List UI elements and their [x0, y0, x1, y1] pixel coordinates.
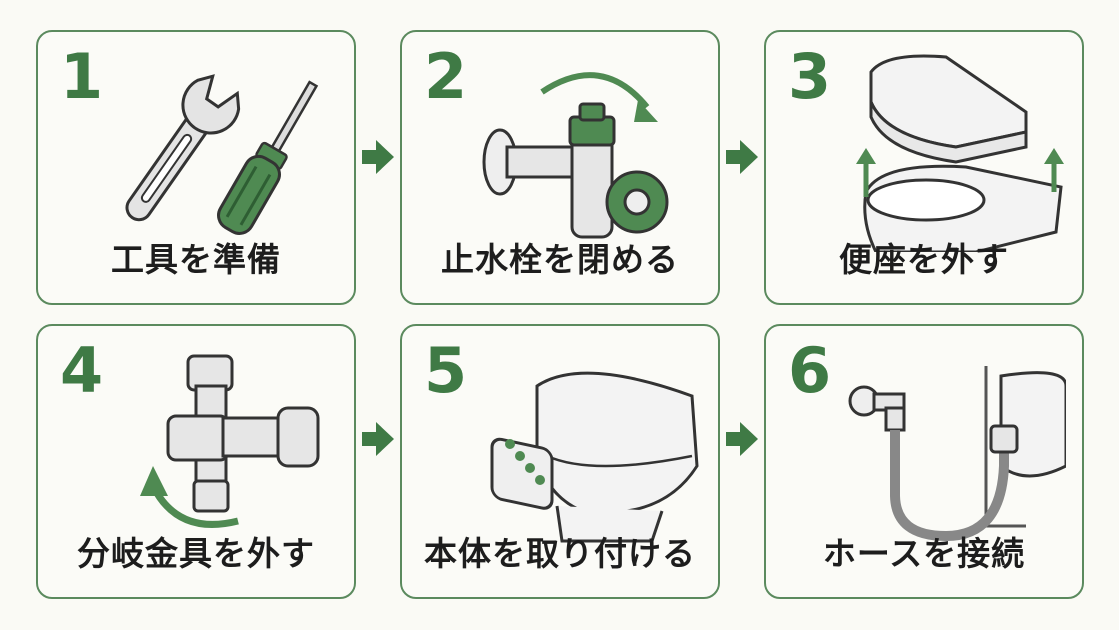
step-label: 工具を準備 — [111, 240, 281, 279]
step-number: 1 — [60, 40, 104, 113]
branch-fitting-icon — [140, 354, 320, 528]
step-label: 止水栓を閉める — [441, 240, 679, 279]
step-number: 2 — [424, 40, 468, 113]
arrow-right-icon — [726, 140, 758, 174]
arrow-right-icon — [362, 422, 394, 456]
arrow-right-icon — [726, 422, 758, 456]
step-card-4: 4 分岐金具を外す — [36, 324, 356, 599]
hose-connection-icon — [848, 366, 1066, 542]
step-card-1: 1 工具を準備 — [36, 30, 356, 305]
step-label: 本体を取り付ける — [424, 534, 696, 573]
step-number: 6 — [788, 334, 832, 407]
bidet-unit-icon — [490, 371, 699, 543]
step-label: ホースを接続 — [822, 534, 1026, 573]
tools-icon — [125, 74, 319, 235]
step-number: 5 — [424, 334, 468, 407]
arrow-right-icon — [362, 140, 394, 174]
step-number: 3 — [788, 40, 832, 113]
step-label: 分岐金具を外す — [77, 534, 315, 573]
step-card-2: 2 止水栓を閉める — [400, 30, 720, 305]
water-valve-icon — [482, 72, 669, 239]
step-label: 便座を外す — [839, 240, 1009, 279]
step-card-3: 3 便座を外す — [764, 30, 1084, 305]
step-number: 4 — [60, 334, 104, 407]
toilet-seat-icon — [856, 54, 1064, 252]
step-card-6: 6 ホースを接続 — [764, 324, 1084, 599]
step-card-5: 5 本体を取り付ける — [400, 324, 720, 599]
